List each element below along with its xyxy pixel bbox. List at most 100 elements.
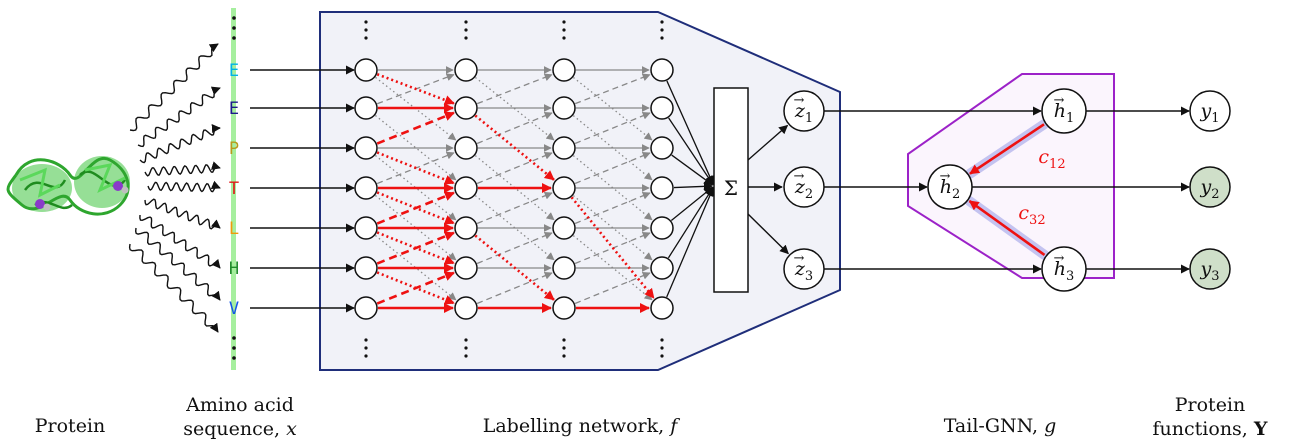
aggregate-arrow bbox=[666, 187, 715, 298]
h-label-2-vector-arrow: → bbox=[940, 169, 951, 184]
wavy-arrow bbox=[144, 198, 221, 230]
network-bottom-dot bbox=[562, 346, 566, 350]
aggregate-arrow bbox=[666, 80, 714, 185]
network-node bbox=[650, 96, 674, 120]
network-top-dot bbox=[464, 28, 468, 32]
caption-protein-functions: Protein functions, Y bbox=[1152, 394, 1268, 440]
network-node bbox=[650, 256, 674, 280]
aggregate-arrow bbox=[667, 186, 714, 259]
wavy-arrow bbox=[137, 86, 221, 148]
network-node bbox=[354, 96, 378, 120]
h-label-1: h1 bbox=[1054, 100, 1075, 126]
y-label-1: y1 bbox=[1199, 100, 1219, 126]
wavy-arrow bbox=[144, 161, 221, 177]
network-edge-red bbox=[376, 111, 455, 145]
network-top-dot bbox=[562, 36, 566, 40]
sequence-letter-4: T bbox=[229, 179, 239, 199]
y-node-2 bbox=[1189, 166, 1231, 208]
network-node bbox=[552, 96, 576, 120]
network-edge-gray bbox=[476, 271, 553, 305]
network-bottom-dot bbox=[660, 354, 664, 358]
sequence-top-dots bbox=[232, 16, 236, 40]
y-label-3: y3 bbox=[1199, 258, 1219, 284]
wavy-arrow bbox=[129, 43, 219, 132]
sum-to-z-arrow bbox=[747, 124, 789, 161]
network-edge-gray bbox=[374, 194, 457, 261]
network-edge-red bbox=[376, 231, 455, 265]
network-edge-red bbox=[570, 196, 655, 299]
network-node bbox=[454, 58, 478, 82]
network-edge-gray bbox=[476, 73, 553, 105]
network-bottom-dot bbox=[660, 338, 664, 342]
wavy-arrow bbox=[134, 227, 221, 301]
network-node bbox=[650, 58, 674, 82]
network-node bbox=[552, 58, 576, 82]
summation-symbol: Σ bbox=[724, 176, 738, 200]
network-node bbox=[354, 136, 378, 160]
wavy-arrow bbox=[139, 214, 221, 269]
latent-output-nodes: z1→z2→z3→ bbox=[747, 90, 825, 290]
network-bottom-dot bbox=[364, 338, 368, 342]
network-node bbox=[650, 216, 674, 240]
network-edge-gray bbox=[476, 191, 553, 225]
network-edge-gray bbox=[574, 151, 651, 185]
network-bottom-dot bbox=[562, 354, 566, 358]
z-label-2: z2 bbox=[794, 176, 813, 202]
network-bottom-dot bbox=[464, 346, 468, 350]
network-node bbox=[354, 296, 378, 320]
network-node bbox=[454, 176, 478, 200]
network-top-dot bbox=[364, 36, 368, 40]
caption-labelling-network: Labelling network, f bbox=[482, 415, 678, 437]
network-node bbox=[354, 176, 378, 200]
network-node bbox=[454, 136, 478, 160]
network-edge-gray bbox=[374, 234, 457, 301]
network-node bbox=[552, 176, 576, 200]
network-node bbox=[650, 136, 674, 160]
y-node-3 bbox=[1189, 248, 1231, 290]
network-node bbox=[354, 256, 378, 280]
network-top-dot bbox=[660, 36, 664, 40]
network-top-dot bbox=[464, 36, 468, 40]
network-top-dot bbox=[364, 28, 368, 32]
z-label-2-vector-arrow: → bbox=[794, 169, 805, 184]
caption-protein: Protein bbox=[34, 415, 106, 437]
network-edge-gray bbox=[574, 271, 651, 305]
wavy-arrow bbox=[128, 243, 219, 333]
network-top-dot bbox=[562, 28, 566, 32]
network-node bbox=[454, 256, 478, 280]
y-label-2: y2 bbox=[1199, 176, 1219, 202]
protein-function-nodes: y1 y2 y3 bbox=[972, 90, 1231, 290]
summation-box bbox=[713, 87, 749, 293]
y-node-1 bbox=[1189, 90, 1231, 132]
sequence-letter-2: E bbox=[229, 99, 239, 119]
caption-tail-gnn: Tail-GNN, g bbox=[943, 415, 1057, 437]
h-label-3-vector-arrow: → bbox=[1054, 251, 1065, 266]
network-edge-red bbox=[376, 73, 455, 105]
network-top-dot bbox=[660, 20, 664, 24]
network-top-dot bbox=[364, 20, 368, 24]
network-node bbox=[354, 58, 378, 82]
network-top-dot bbox=[464, 20, 468, 24]
network-bottom-dot bbox=[562, 338, 566, 342]
network-edge-red bbox=[376, 271, 455, 305]
z-label-1: z1 bbox=[794, 100, 813, 126]
network-node bbox=[454, 296, 478, 320]
sum-to-z-arrow bbox=[747, 213, 789, 255]
network-node bbox=[552, 256, 576, 280]
caption-sequence: Amino acid sequence, x bbox=[183, 394, 297, 440]
sequence-letter-5: L bbox=[229, 219, 239, 239]
network-node bbox=[552, 216, 576, 240]
network-bottom-dot bbox=[660, 346, 664, 350]
labelling-network-graph bbox=[250, 20, 715, 358]
wavy-arrows-group bbox=[128, 43, 221, 333]
sequence-letter-6: H bbox=[229, 259, 239, 279]
network-node bbox=[454, 96, 478, 120]
network-top-dot bbox=[562, 20, 566, 24]
aggregate-arrow bbox=[671, 154, 714, 186]
z-label-1-vector-arrow: → bbox=[794, 93, 805, 108]
network-node bbox=[552, 136, 576, 160]
sequence-bar bbox=[231, 8, 236, 370]
network-edge-gray bbox=[574, 73, 651, 105]
